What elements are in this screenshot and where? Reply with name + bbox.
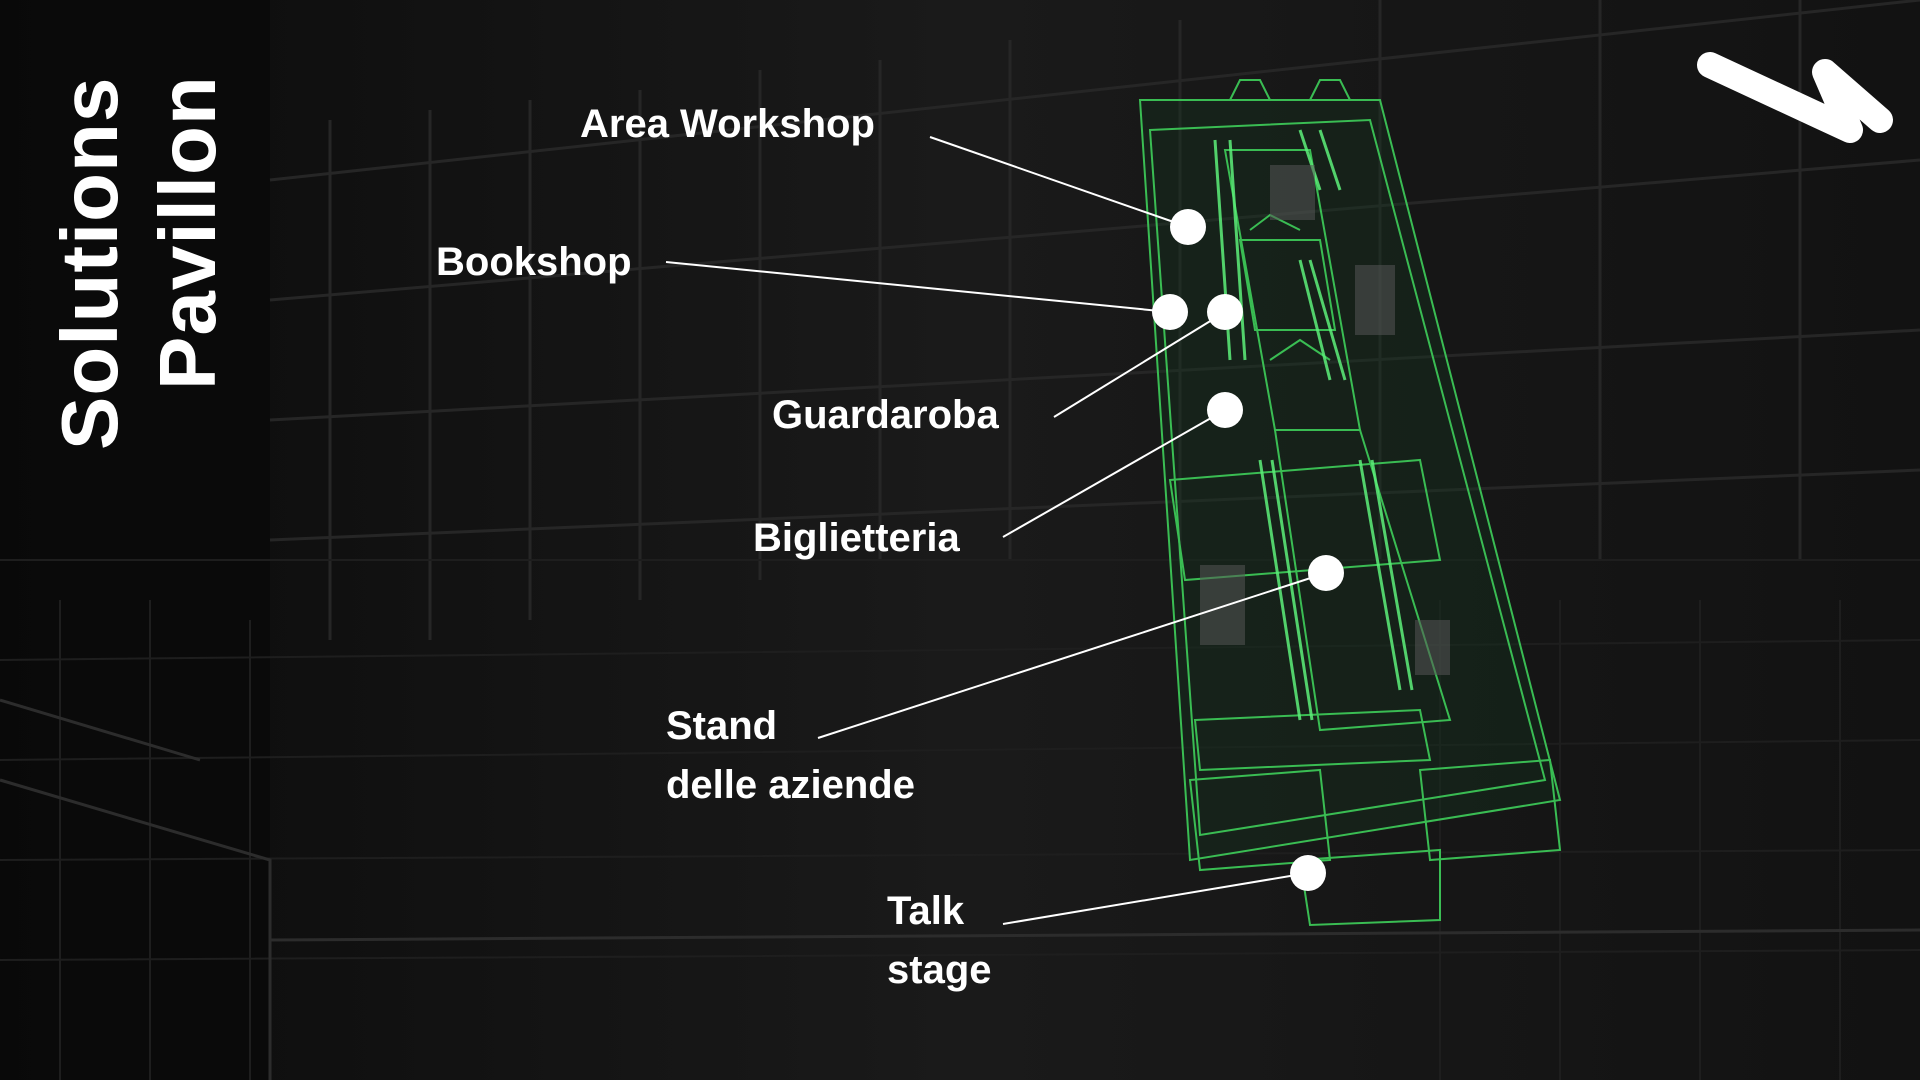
marker-guardaroba[interactable] <box>1207 294 1243 330</box>
label-biglietteria: Biglietteria <box>753 509 960 568</box>
label-stand-line1: Stand <box>666 697 777 756</box>
label-bookshop: Bookshop <box>436 233 632 292</box>
label-stand-line2: delle aziende <box>666 756 915 815</box>
marker-stand-aziende[interactable] <box>1308 555 1344 591</box>
marker-biglietteria[interactable] <box>1207 392 1243 428</box>
label-guardaroba: Guardaroba <box>772 386 999 445</box>
marker-bookshop[interactable] <box>1152 294 1188 330</box>
label-area-workshop: Area Workshop <box>580 95 875 154</box>
label-talk-line2: stage <box>887 941 992 1000</box>
label-talk-line1: Talk <box>887 882 964 941</box>
marker-area-workshop[interactable] <box>1170 209 1206 245</box>
marker-talk-stage[interactable] <box>1290 855 1326 891</box>
